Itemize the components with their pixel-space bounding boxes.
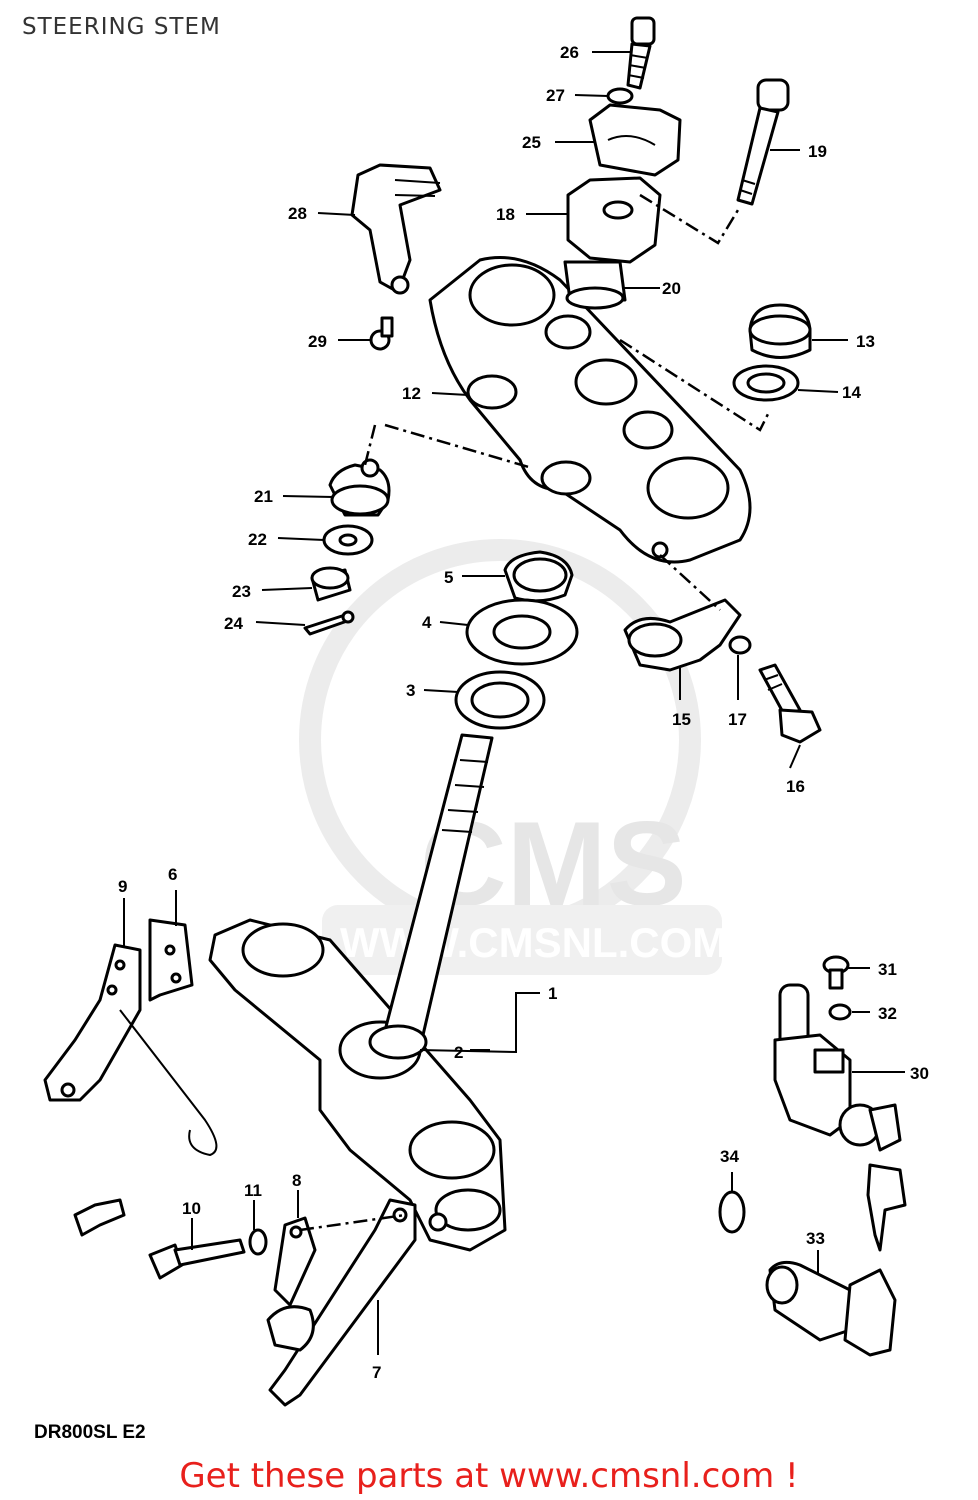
dust-seal-4[interactable] xyxy=(465,598,579,666)
bolt-16[interactable] xyxy=(758,663,822,744)
cap-13[interactable] xyxy=(748,303,812,359)
washer-11[interactable] xyxy=(248,1228,268,1256)
shop-link-banner[interactable]: Get these parts at www.cmsnl.com ! xyxy=(179,1456,799,1496)
callout-24: 24 xyxy=(224,614,243,633)
washer-32[interactable] xyxy=(828,1003,852,1021)
callout-7: 7 xyxy=(372,1363,381,1382)
callout-11: 11 xyxy=(244,1181,262,1200)
washer-34[interactable] xyxy=(718,1190,746,1234)
callout-12: 12 xyxy=(402,384,421,403)
ignition-switch-30[interactable] xyxy=(773,983,907,1252)
stay-7[interactable] xyxy=(266,1198,417,1407)
washer-17[interactable] xyxy=(728,635,752,655)
callout-1: 1 xyxy=(548,984,557,1003)
bracket-28[interactable] xyxy=(350,163,442,295)
callout-29: 29 xyxy=(308,332,327,351)
callout-21: 21 xyxy=(254,487,273,506)
callout-5: 5 xyxy=(444,568,453,587)
nut-23[interactable] xyxy=(310,566,352,602)
callout-31: 31 xyxy=(878,960,897,979)
upper-bracket[interactable] xyxy=(428,256,752,564)
callout-16: 16 xyxy=(786,777,805,796)
callout-4: 4 xyxy=(422,613,432,632)
bearing-3[interactable] xyxy=(454,670,546,730)
callout-6: 6 xyxy=(168,865,177,884)
washer-27[interactable] xyxy=(606,87,634,105)
stay-9[interactable] xyxy=(43,943,218,1157)
washer-14[interactable] xyxy=(732,364,800,402)
callout-34: 34 xyxy=(720,1147,739,1166)
model-label: DR800SL E2 xyxy=(34,1422,146,1443)
bearing-2[interactable] xyxy=(368,1024,428,1060)
watermark-url: WWW.CMSNL.COM xyxy=(340,919,727,966)
key-cylinder-33[interactable] xyxy=(765,1260,897,1357)
screw-31[interactable] xyxy=(822,955,850,990)
nut-21[interactable] xyxy=(328,458,391,517)
bracket-6[interactable] xyxy=(148,918,194,1002)
callout-15: 15 xyxy=(672,710,691,729)
bracket-8[interactable] xyxy=(273,1216,317,1307)
nut-5[interactable] xyxy=(503,550,574,603)
callout-9: 9 xyxy=(118,877,127,896)
callout-3: 3 xyxy=(406,681,415,700)
callout-10: 10 xyxy=(182,1199,201,1218)
callout-14: 14 xyxy=(842,383,861,402)
callout-28: 28 xyxy=(288,204,307,223)
callout-17: 17 xyxy=(728,710,747,729)
screw-29[interactable] xyxy=(369,316,394,351)
callout-13: 13 xyxy=(856,332,875,351)
page-title: STEERING STEM xyxy=(22,14,221,40)
handlebar-holder-lower[interactable] xyxy=(566,176,662,264)
callout-32: 32 xyxy=(878,1004,897,1023)
callout-20: 20 xyxy=(662,279,681,298)
callout-33: 33 xyxy=(806,1229,825,1248)
callout-18: 18 xyxy=(496,205,515,224)
front-arrow-icon xyxy=(73,1198,126,1237)
handlebar-holder-upper[interactable] xyxy=(588,103,682,177)
callout-25: 25 xyxy=(522,133,541,152)
bracket-15[interactable] xyxy=(623,598,742,672)
callout-23: 23 xyxy=(232,582,251,601)
callout-19: 19 xyxy=(808,142,827,161)
callout-26: 26 xyxy=(560,43,579,62)
bolt-10[interactable] xyxy=(148,1238,246,1280)
callout-2: 2 xyxy=(454,1043,463,1062)
callout-27: 27 xyxy=(546,86,565,105)
cotter-pin-24[interactable] xyxy=(303,610,355,636)
holder-cushion[interactable] xyxy=(563,260,627,310)
callout-22: 22 xyxy=(248,530,267,549)
callout-30: 30 xyxy=(910,1064,929,1083)
bolt-26[interactable] xyxy=(626,16,656,90)
washer-22[interactable] xyxy=(322,524,374,556)
callout-8: 8 xyxy=(292,1171,301,1190)
bolt-19[interactable] xyxy=(736,78,790,206)
